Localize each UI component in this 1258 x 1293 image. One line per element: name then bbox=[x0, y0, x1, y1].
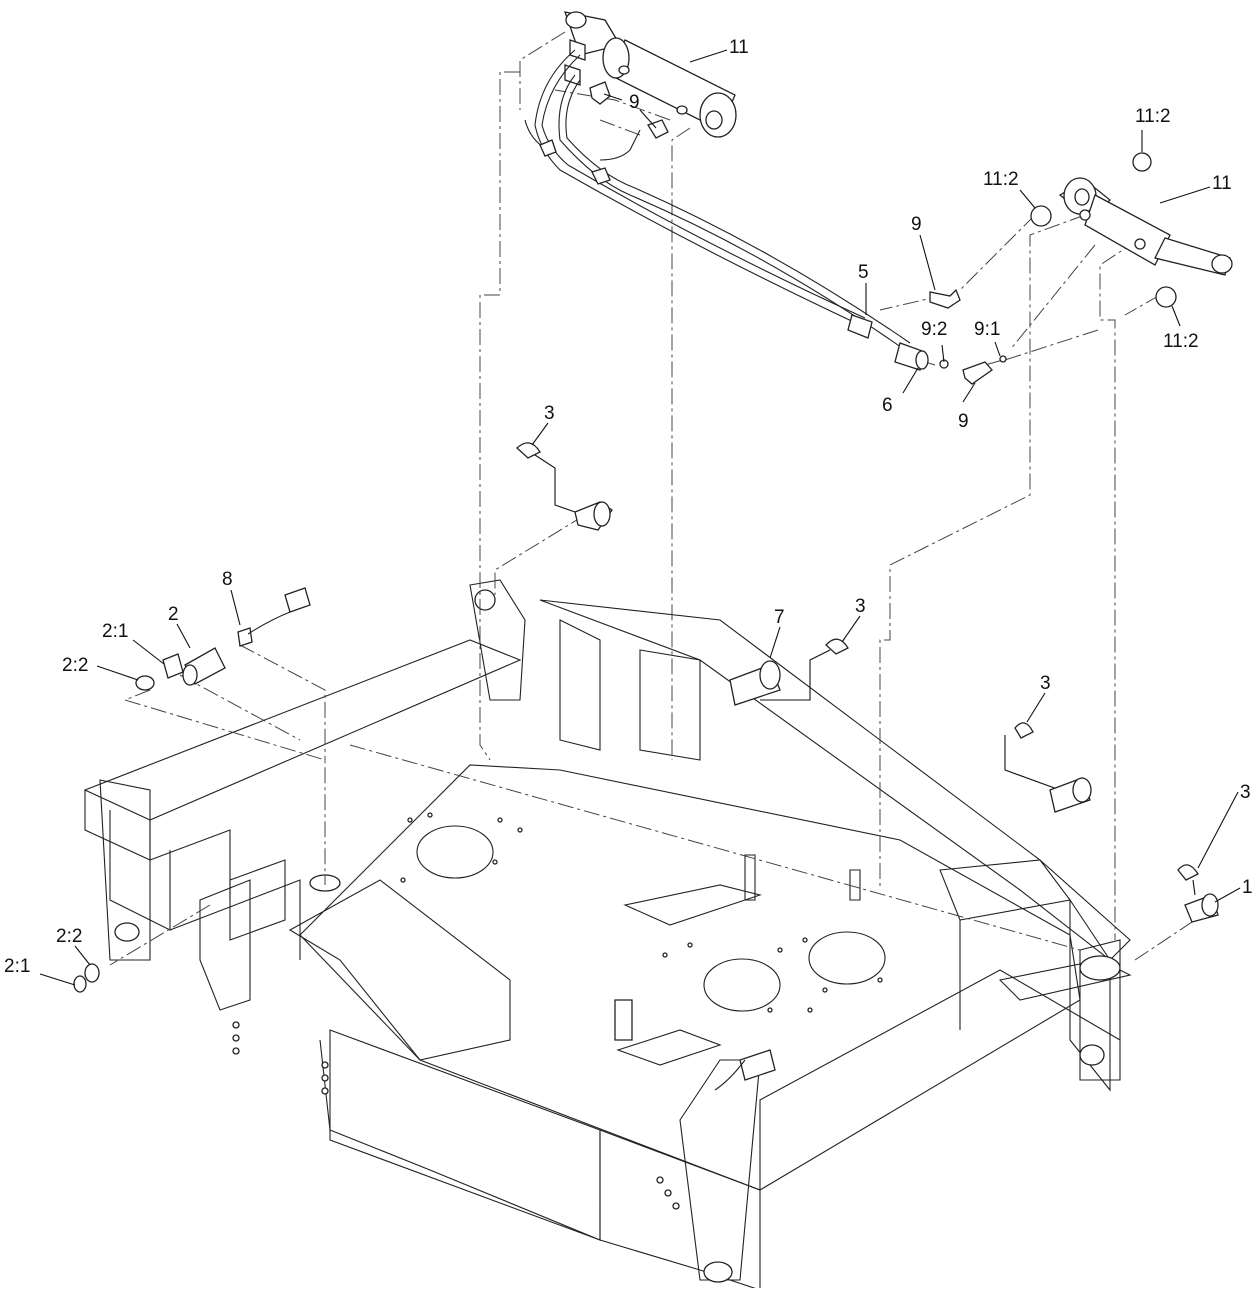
callout-2: 2 bbox=[168, 604, 179, 625]
fittings-right bbox=[929, 288, 1007, 385]
callout-11-2-bottom: 11:2 bbox=[1163, 331, 1199, 352]
deck-holes-group bbox=[232, 812, 883, 1210]
callout-9-right: 9 bbox=[911, 214, 922, 235]
callout-2-2-upper: 2:2 bbox=[62, 655, 88, 676]
seat-sensor-assembly bbox=[73, 587, 311, 993]
callout-labels: 11 9 11:2 11:2 11 9 5 9:2 9:1 11:2 6 9 3… bbox=[4, 37, 1253, 977]
deck-frame bbox=[83, 579, 1132, 1291]
callout-3-upper: 3 bbox=[544, 403, 555, 424]
callout-1: 1 bbox=[1242, 877, 1253, 898]
callout-3-middle: 3 bbox=[855, 596, 866, 617]
hitch-pin-clips bbox=[516, 442, 1199, 881]
callout-6: 6 bbox=[882, 395, 893, 416]
callout-11-right: 11 bbox=[1212, 173, 1232, 194]
callout-5: 5 bbox=[858, 262, 869, 283]
callout-3-far-right: 3 bbox=[1240, 782, 1251, 803]
callout-3-right: 3 bbox=[1040, 673, 1051, 694]
bushings bbox=[1030, 152, 1177, 308]
callout-leaders bbox=[39, 49, 1241, 986]
callout-2-1-upper: 2:1 bbox=[102, 621, 128, 642]
clip-leaders bbox=[534, 454, 1196, 896]
callout-9-2: 9:2 bbox=[921, 319, 947, 340]
callout-9-lower: 9 bbox=[958, 411, 969, 432]
callout-9-1: 9:1 bbox=[974, 319, 1000, 340]
hydraulic-hoses bbox=[524, 49, 929, 371]
callout-11-2-left: 11:2 bbox=[983, 169, 1019, 190]
callout-11-2-top: 11:2 bbox=[1135, 106, 1171, 127]
callout-11-upper: 11 bbox=[729, 37, 749, 58]
callout-9-upper: 9 bbox=[629, 92, 640, 113]
clevis-pins bbox=[574, 501, 1219, 923]
hydraulic-cylinder-right bbox=[1058, 177, 1233, 276]
callout-2-2-lower: 2:2 bbox=[56, 926, 82, 947]
callout-2-1-lower: 2:1 bbox=[4, 956, 30, 977]
assembly-guide-lines bbox=[109, 31, 1196, 966]
hydraulic-cylinder-upper bbox=[564, 11, 737, 138]
callout-7: 7 bbox=[774, 607, 785, 628]
callout-8: 8 bbox=[222, 569, 233, 590]
